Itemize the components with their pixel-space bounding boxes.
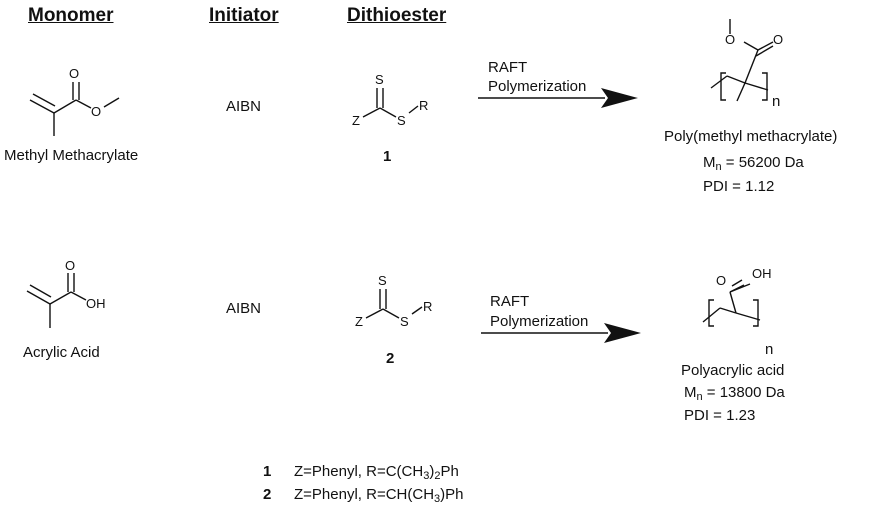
atom-o: O (91, 104, 101, 119)
atom-z: Z (352, 113, 360, 128)
bond (382, 308, 400, 319)
bond (26, 290, 51, 305)
bond (365, 308, 384, 319)
bond (743, 41, 759, 51)
bond (736, 82, 746, 102)
bond (702, 307, 721, 323)
bond (744, 82, 769, 91)
mn-1: Mn = 56200 Da (703, 154, 804, 173)
atom-s: S (378, 273, 387, 288)
bond (75, 99, 92, 109)
bond (726, 75, 746, 84)
atom-s: S (400, 314, 409, 329)
arrow-label-2a: RAFT (490, 293, 530, 310)
arrow-label-1b: Polymerization (488, 78, 587, 95)
header-dithioester: Dithioester (347, 5, 447, 26)
header-initiator: Initiator (209, 5, 279, 26)
initiator-1: AIBN (226, 98, 262, 115)
bond (411, 306, 423, 315)
atom-oh: OH (86, 296, 106, 311)
atom-o: O (773, 32, 783, 47)
mn-2: Mn = 13800 Da (684, 384, 785, 403)
atom-s: S (397, 113, 406, 128)
bond (731, 279, 743, 287)
pdi-1: PDI = 1.12 (703, 178, 775, 195)
bond (29, 99, 55, 114)
bond (744, 49, 759, 84)
atom-z: Z (355, 314, 363, 329)
polymer-name-1: Poly(methyl methacrylate) (664, 128, 838, 145)
atom-o: O (716, 273, 726, 288)
arrow-label-2b: Polymerization (490, 313, 589, 330)
atom-r: R (419, 98, 428, 113)
bond (719, 307, 737, 314)
monomer-name-2: Acrylic Acid (23, 344, 100, 361)
bond (408, 105, 419, 114)
bracket-left (720, 72, 726, 101)
bracket-right (762, 72, 768, 101)
bond (103, 97, 120, 108)
atom-s: S (375, 72, 384, 87)
repeat-n: n (765, 341, 773, 358)
bond (729, 291, 737, 314)
dithioester-number-1: 1 (383, 148, 392, 165)
bond (49, 291, 72, 305)
bond (755, 45, 774, 57)
bond (70, 291, 87, 301)
arrow-label-1a: RAFT (488, 59, 528, 76)
bond (710, 75, 728, 89)
bond (757, 41, 774, 51)
initiator-2: AIBN (226, 300, 262, 317)
bond (362, 107, 381, 118)
bracket-left (708, 299, 714, 327)
bond (53, 99, 77, 114)
bond (32, 93, 56, 107)
pdi-2: PDI = 1.23 (684, 407, 756, 424)
monomer-name-1: Methyl Methacrylate (4, 147, 139, 164)
polymer-name-2: Polyacrylic acid (681, 362, 785, 379)
dithioester-number-2: 2 (386, 350, 395, 367)
atom-oh: OH (752, 266, 772, 281)
bond (379, 107, 397, 118)
bond (729, 283, 751, 293)
atom-o: O (65, 258, 75, 273)
bracket-right (753, 299, 759, 327)
bond (735, 312, 761, 321)
repeat-n: n (772, 93, 780, 110)
header-monomer: Monomer (28, 5, 114, 26)
atom-o: O (725, 32, 735, 47)
atom-o: O (69, 66, 79, 81)
bond (29, 284, 52, 298)
atom-r: R (423, 299, 432, 314)
